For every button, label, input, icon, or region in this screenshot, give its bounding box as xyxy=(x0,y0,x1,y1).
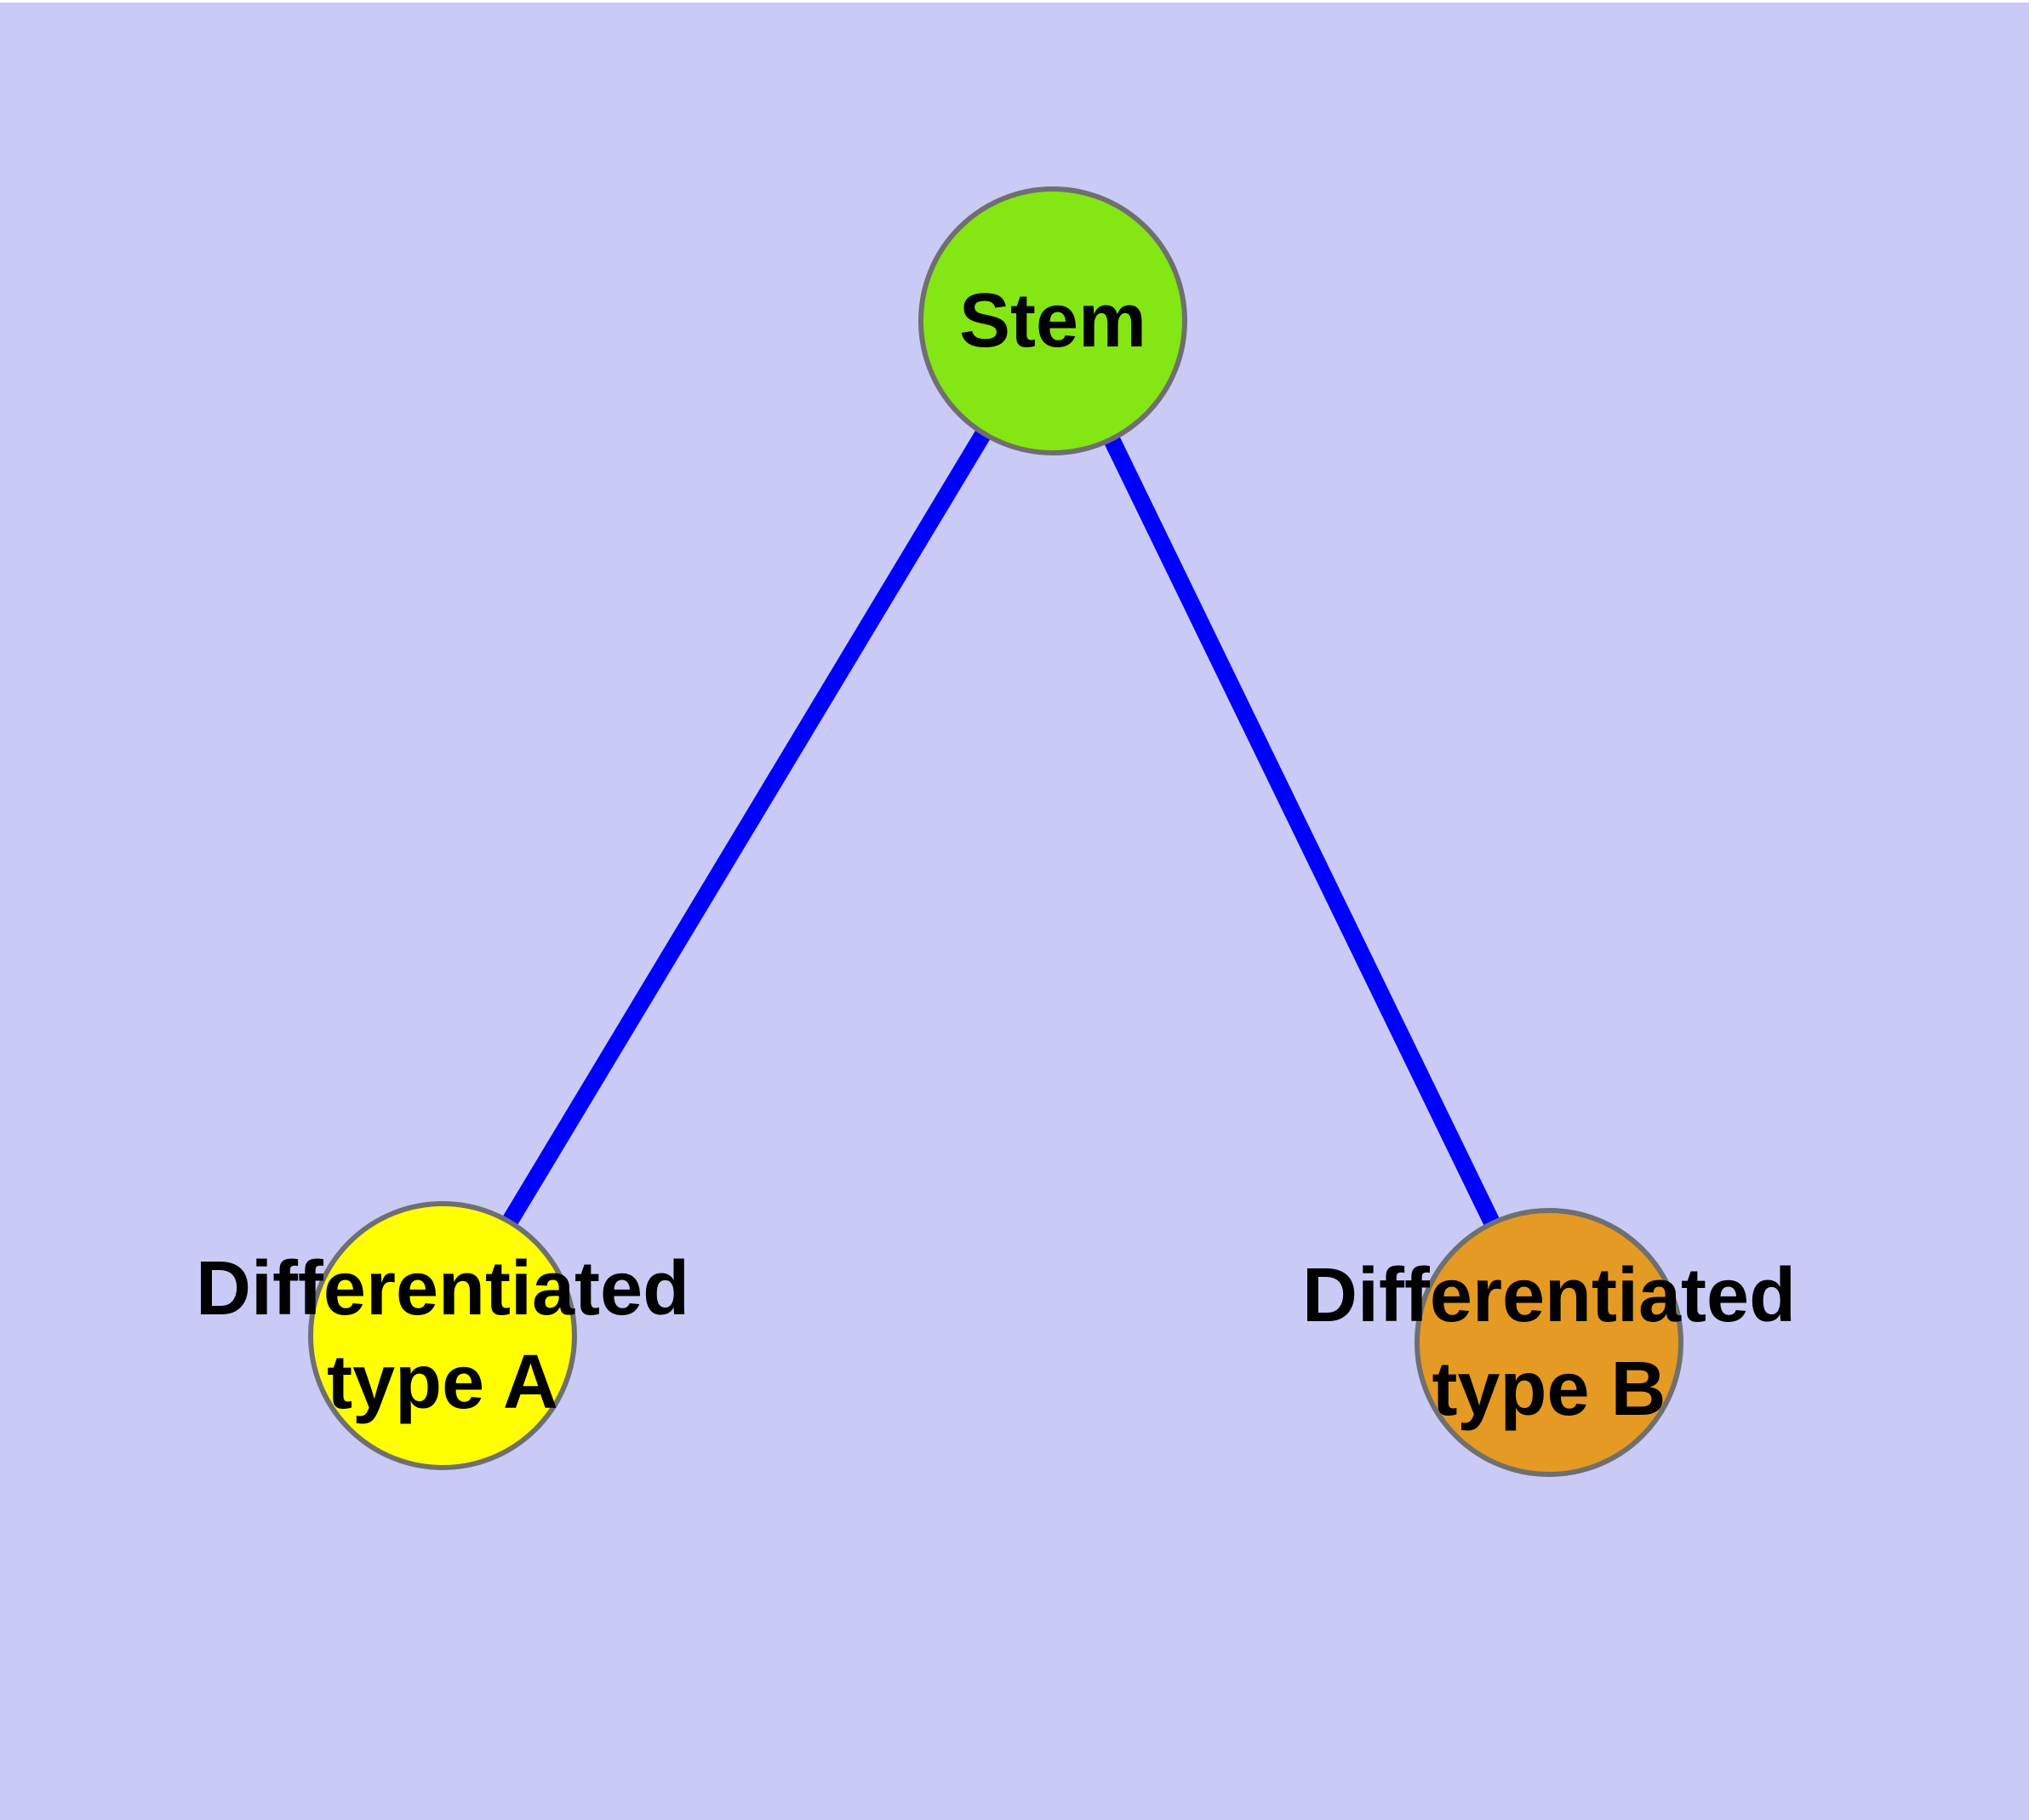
diagram-canvas: Stem Differentiated type A Differentiate… xyxy=(0,3,2029,1820)
node-differentiated-type-b-label: Differentiated type B xyxy=(1302,1249,1796,1436)
edge-stem-to-type-b xyxy=(1045,314,1557,1344)
node-type-a-label-line-2: type A xyxy=(327,1340,558,1425)
edges-layer xyxy=(435,313,1557,1344)
node-stem-label: Stem xyxy=(959,274,1146,368)
node-differentiated-type-b xyxy=(1415,1208,1683,1477)
node-type-b-label-line-1: Differentiated xyxy=(1301,1253,1797,1338)
node-differentiated-type-a-label: Differentiated type A xyxy=(196,1242,689,1429)
edge-stem-to-type-a xyxy=(435,313,1060,1338)
node-type-a-label-line-1: Differentiated xyxy=(195,1246,690,1331)
node-stem xyxy=(918,186,1187,455)
node-type-b-label-line-2: type B xyxy=(1432,1347,1666,1432)
node-differentiated-type-a xyxy=(308,1201,577,1470)
node-stem-label-line: Stem xyxy=(958,278,1147,363)
